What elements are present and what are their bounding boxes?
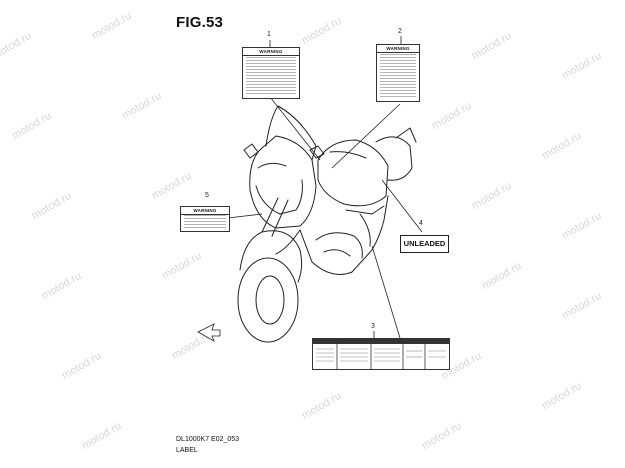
label-heading: WARNING (377, 45, 419, 53)
callout-number-4: 4 (419, 220, 423, 227)
engine (299, 195, 389, 275)
fuel-tank (317, 139, 389, 207)
leader-line-1 (269, 96, 321, 161)
label-text-lines (380, 54, 416, 98)
front-wheel (237, 257, 299, 343)
leader-line-4 (381, 179, 423, 233)
label-panels (313, 339, 449, 369)
front-fairing (249, 135, 317, 229)
label-text-lines (246, 57, 296, 95)
info-label-3 (312, 338, 450, 370)
callout-number-2: 2 (398, 28, 402, 35)
callout-number-5: 5 (205, 192, 209, 199)
leader-line-5 (227, 213, 263, 219)
warning-label-2: WARNING (376, 44, 420, 102)
label-heading: WARNING (181, 207, 229, 215)
figure-code: DL1000K7 E02_053 (176, 436, 240, 443)
windscreen (265, 105, 317, 161)
label-text-lines (184, 215, 226, 228)
figure-title: FIG.53 (176, 14, 224, 31)
figure-caption: LABEL (176, 447, 198, 454)
unleaded-label: UNLEADED (400, 235, 449, 253)
callout-number-3: 3 (371, 323, 375, 330)
callout-number-1: 1 (267, 31, 271, 38)
leader-line-2 (331, 103, 401, 169)
label-heading: WARNING (243, 48, 299, 56)
warning-label-5: WARNING (180, 206, 230, 232)
leader-line-3 (371, 245, 401, 339)
front-fender (239, 230, 303, 283)
warning-label-1: WARNING (242, 47, 300, 99)
front-arrow-icon (197, 323, 221, 342)
seat (375, 136, 413, 181)
